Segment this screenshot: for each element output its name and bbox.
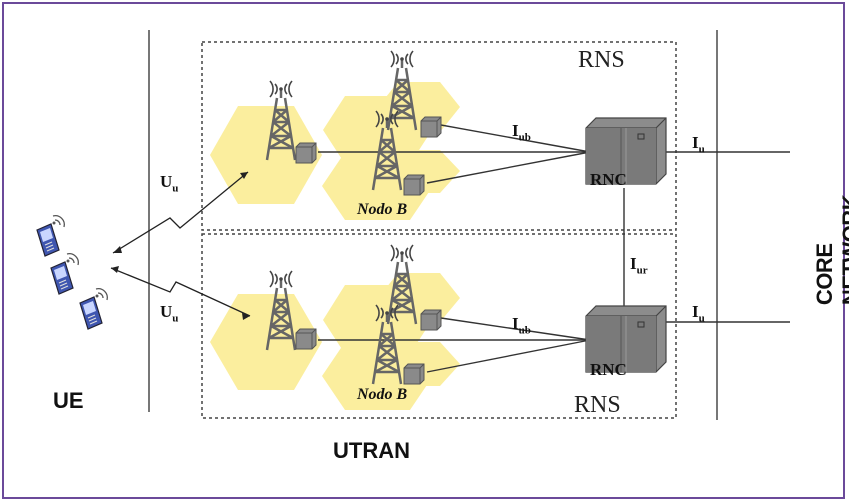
nodo-b-label-top: Nodo B — [357, 201, 408, 218]
link-lines — [318, 124, 790, 373]
iu-label-top: Iu — [692, 133, 705, 156]
rns-box-bottom — [201, 233, 677, 419]
uu-label-top: Uu — [160, 172, 179, 195]
iur-label: Iur — [630, 254, 648, 277]
iub-label-top: Iub — [512, 121, 531, 144]
uu-radio-links — [110, 171, 251, 317]
uu-arrowheads — [111, 172, 250, 320]
rns-label-bottom: RNS — [574, 392, 621, 418]
iu-label-bottom: Iu — [692, 302, 705, 325]
rnc-label-top: RNC — [590, 170, 627, 189]
ue-phones — [36, 215, 108, 330]
uu-label-bottom: Uu — [160, 302, 179, 325]
cells-bottom — [210, 273, 460, 410]
rns-box-top — [201, 41, 677, 231]
rnc-label-bottom: RNC — [590, 360, 627, 379]
utran-label: UTRAN — [333, 438, 410, 463]
iub-label-bottom: Iub — [512, 314, 531, 337]
core-network-label: CORE NETWORK — [812, 194, 849, 306]
ue-label: UE — [53, 388, 84, 413]
nodo-b-label-bottom: Nodo B — [357, 386, 408, 403]
cells-top — [210, 82, 460, 220]
rns-label-top: RNS — [578, 47, 625, 73]
